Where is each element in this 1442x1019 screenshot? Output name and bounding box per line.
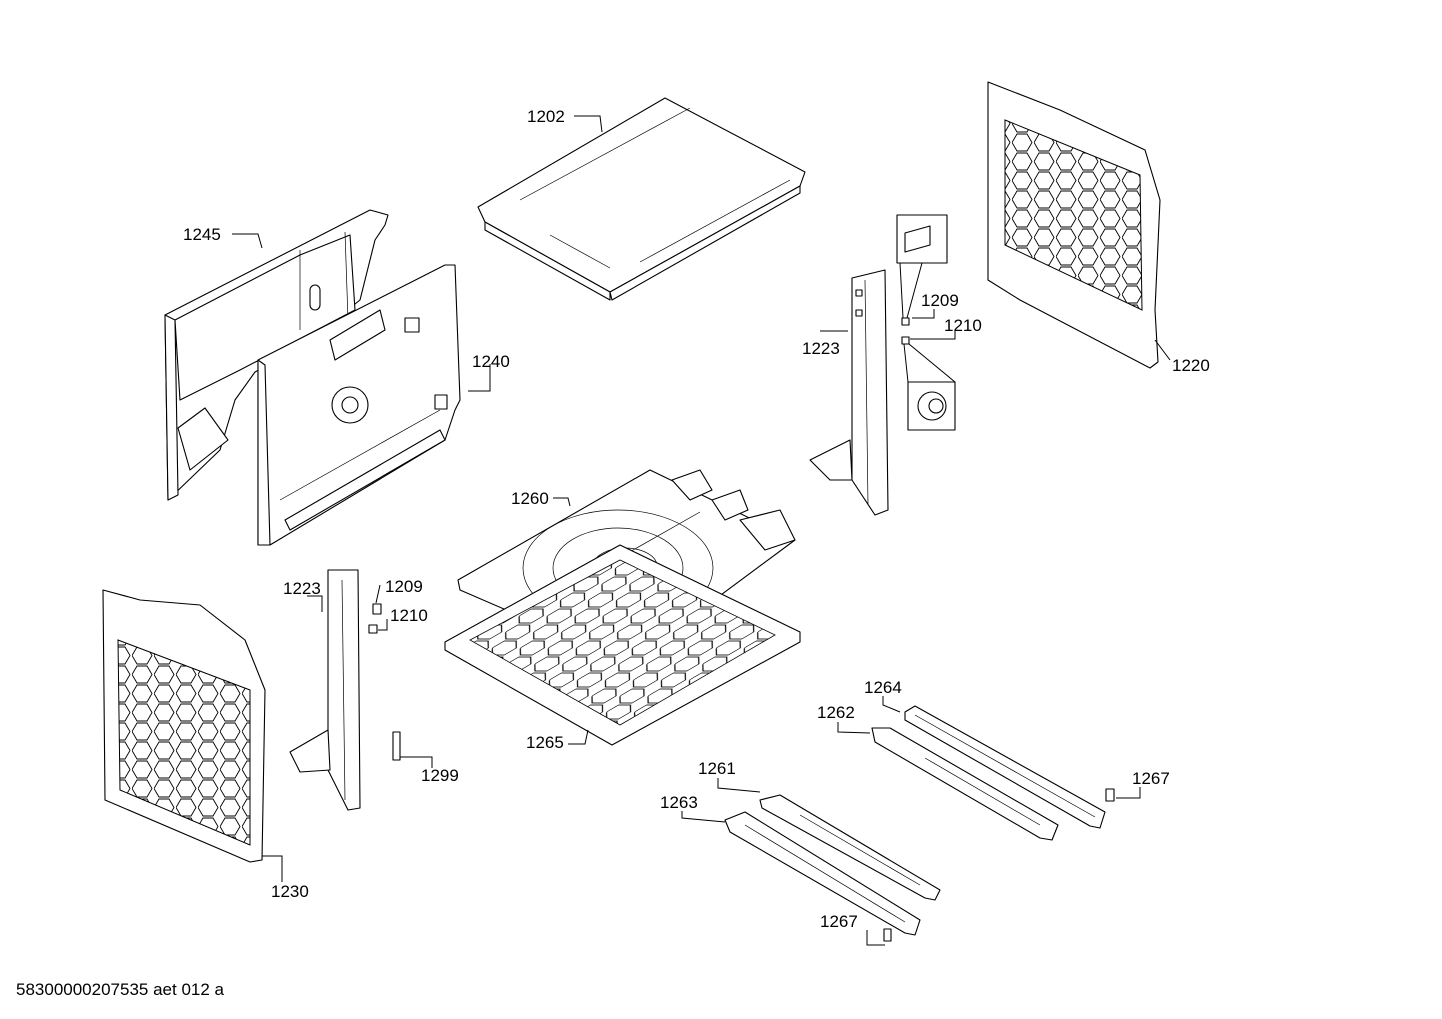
callout-1209-upper: 1209 (921, 291, 959, 310)
part-1209-1210-upper-details (896, 214, 956, 431)
callout-1267-bottom: 1267 (820, 912, 858, 931)
part-1263-rail (724, 811, 921, 936)
part-1267-caps (883, 788, 1115, 942)
callout-1263: 1263 (660, 793, 698, 812)
callout-1260: 1260 (511, 489, 549, 508)
part-1240-inner-panel (257, 264, 461, 546)
part-1223-lower-rail (289, 569, 361, 811)
callout-1210-upper: 1210 (944, 316, 982, 335)
callout-1223-upper: 1223 (802, 339, 840, 358)
part-1299-strip (392, 731, 401, 761)
callout-1240: 1240 (472, 352, 510, 371)
leader-lines (232, 115, 1171, 946)
callout-1267-right: 1267 (1132, 769, 1170, 788)
part-1262-rail (871, 727, 1059, 841)
callout-1210-lower: 1210 (390, 606, 428, 625)
part-1220-right-side-panel (987, 81, 1161, 369)
callout-1264: 1264 (864, 678, 902, 697)
drawing-number: 58300000207535 aet 012 a (16, 980, 224, 999)
callout-1265: 1265 (526, 733, 564, 752)
callout-1202: 1202 (527, 107, 565, 126)
callout-1299: 1299 (421, 766, 459, 785)
callout-1245: 1245 (183, 225, 221, 244)
callout-1209-lower: 1209 (385, 577, 423, 596)
part-1264-rail (904, 705, 1106, 829)
part-1223-upper-rail (809, 269, 889, 516)
callout-1223-lower: 1223 (283, 579, 321, 598)
part-1261-rail (759, 794, 941, 901)
callout-1230: 1230 (271, 882, 309, 901)
callout-1220: 1220 (1172, 356, 1210, 375)
part-1230-left-side-panel (102, 589, 266, 863)
part-1202-top-panel (477, 97, 806, 301)
callout-1262: 1262 (817, 703, 855, 722)
part-1265-grid-tray (444, 544, 801, 746)
callout-1261: 1261 (698, 759, 736, 778)
part-1209-1210-lower-details (368, 603, 382, 634)
